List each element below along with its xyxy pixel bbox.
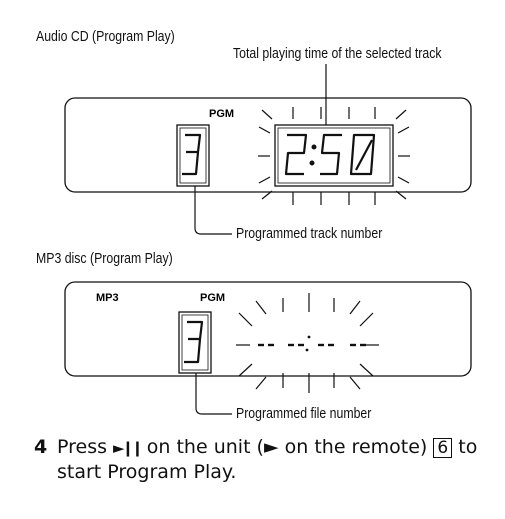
step-text-part: to start Program Play. xyxy=(57,436,478,483)
total-time-callout: Total playing time of the selected track xyxy=(233,45,442,62)
step-number: 4 xyxy=(34,436,48,458)
mp3-label: MP3 xyxy=(96,292,119,304)
step-text: Press ►❙❙ on the unit (► on the remote) … xyxy=(57,435,497,484)
audio-time-box xyxy=(274,124,394,187)
mp3-pgm-label: PGM xyxy=(200,292,225,304)
audio-flash-rays xyxy=(258,107,410,205)
reference-number: 6 xyxy=(433,438,453,458)
step-text-part: on the remote) xyxy=(278,436,434,458)
audio-lcd-frame xyxy=(64,97,472,193)
audio-time-digits xyxy=(284,133,376,176)
mp3-lcd-frame xyxy=(64,281,472,377)
mp3-file-digit xyxy=(184,320,204,364)
file-callout-line xyxy=(195,373,232,415)
play-icon: ► xyxy=(263,436,279,458)
track-callout: Programmed track number xyxy=(236,225,383,242)
audio-pgm-label: PGM xyxy=(209,108,234,120)
mp3-title: MP3 disc (Program Play) xyxy=(36,250,173,267)
audio-track-box xyxy=(176,124,210,187)
play-pause-icon: ►❙❙ xyxy=(113,439,144,457)
mp3-file-box xyxy=(178,311,212,374)
track-callout-line xyxy=(194,186,232,235)
mp3-flash-rays xyxy=(236,293,379,393)
step-text-part: Press xyxy=(57,436,114,458)
audio-cd-title: Audio CD (Program Play) xyxy=(36,28,175,45)
step-text-part: on the unit ( xyxy=(140,436,264,458)
audio-track-digit xyxy=(182,133,202,176)
file-callout: Programmed file number xyxy=(236,405,372,422)
